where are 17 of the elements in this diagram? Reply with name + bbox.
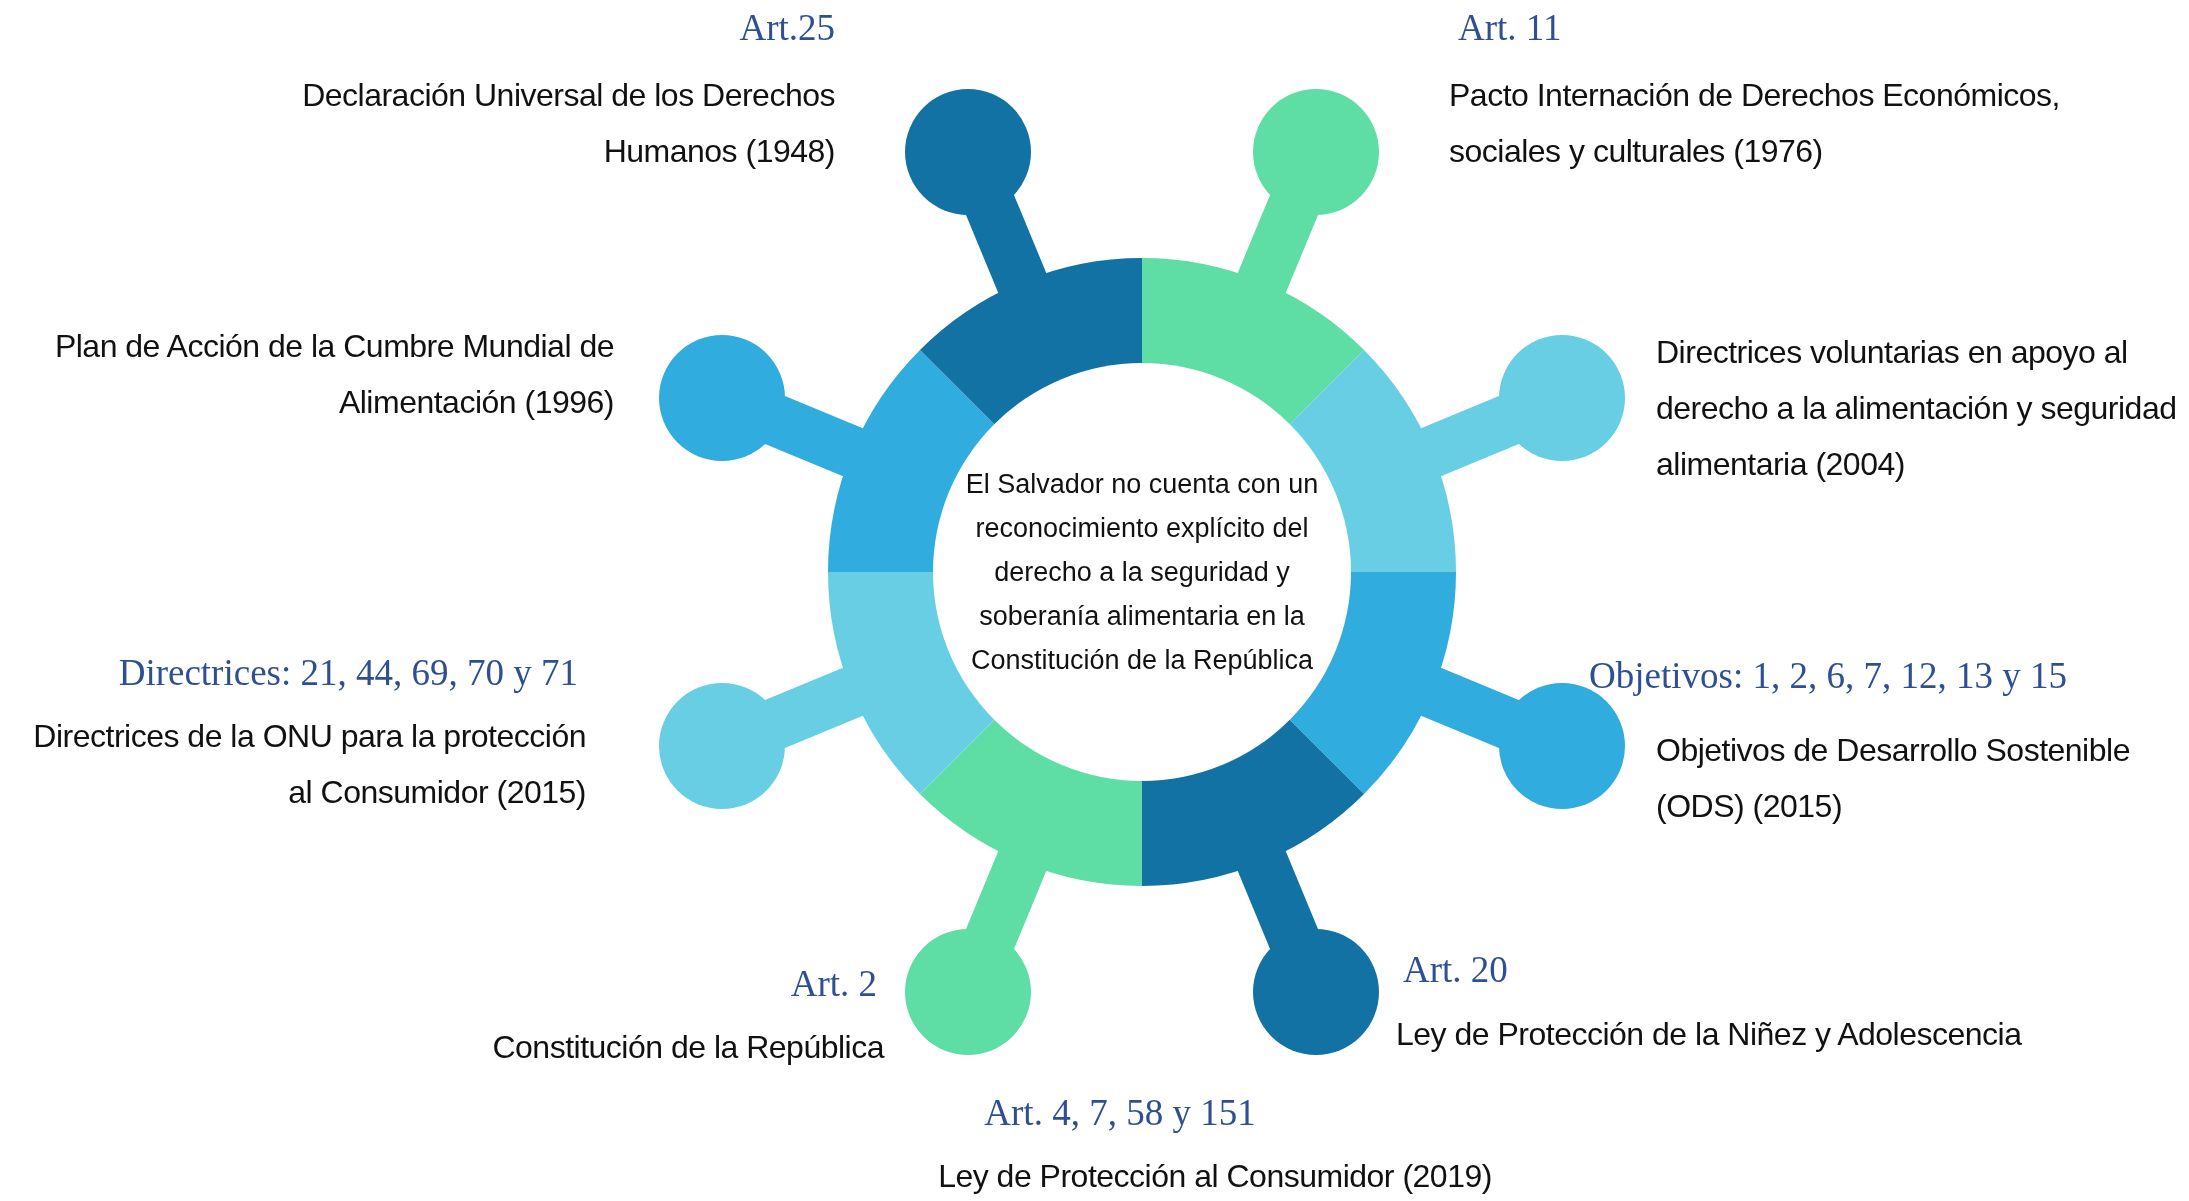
article-reference: Art.25 [738,6,835,50]
instrument-title: Plan de Acción de la Cumbre Mundial de Alimentación (1996) [53,327,614,422]
article-reference: Art. 2 [789,962,877,1006]
instrument-title: Ley de Protección al Consumidor (2019) [937,1157,1493,1196]
article-reference: Art. 4, 7, 58 y 151 [983,1091,1257,1135]
center-statement: El Salvador no cuenta con un reconocimiento explícito del derecho a la seguridad y soberanía alimentaria en la Constitución de la República [964,468,1320,677]
article-reference: Art. 20 [1403,948,1509,992]
instrument-title: Ley de Protección de la Niñez y Adolescencia [1396,1015,2023,1054]
instrument-title: Pacto Internación de Derechos Económicos, sociales y culturales (1976) [1449,76,2061,171]
instrument-title: Directrices de la ONU para la protección al Consumidor (2015) [32,717,586,812]
instrument-title: Declaración Universal de los Derechos Humanos (1948) [301,76,835,171]
article-reference: Art. 11 [1458,6,1563,50]
article-reference: Directrices: 21, 44, 69, 70 y 71 [117,651,578,695]
instrument-title: Directrices voluntarias en apoyo al derecho a la alimentación y seguridad alimentaria (2004) [1656,333,2178,484]
article-reference: Objetivos: 1, 2, 6, 7, 12, 13 y 15 [1589,654,2068,698]
instrument-title: Constitución de la República [491,1028,884,1067]
instrument-title: Objetivos de Desarrollo Sostenible (ODS) (2015) [1656,731,2131,826]
